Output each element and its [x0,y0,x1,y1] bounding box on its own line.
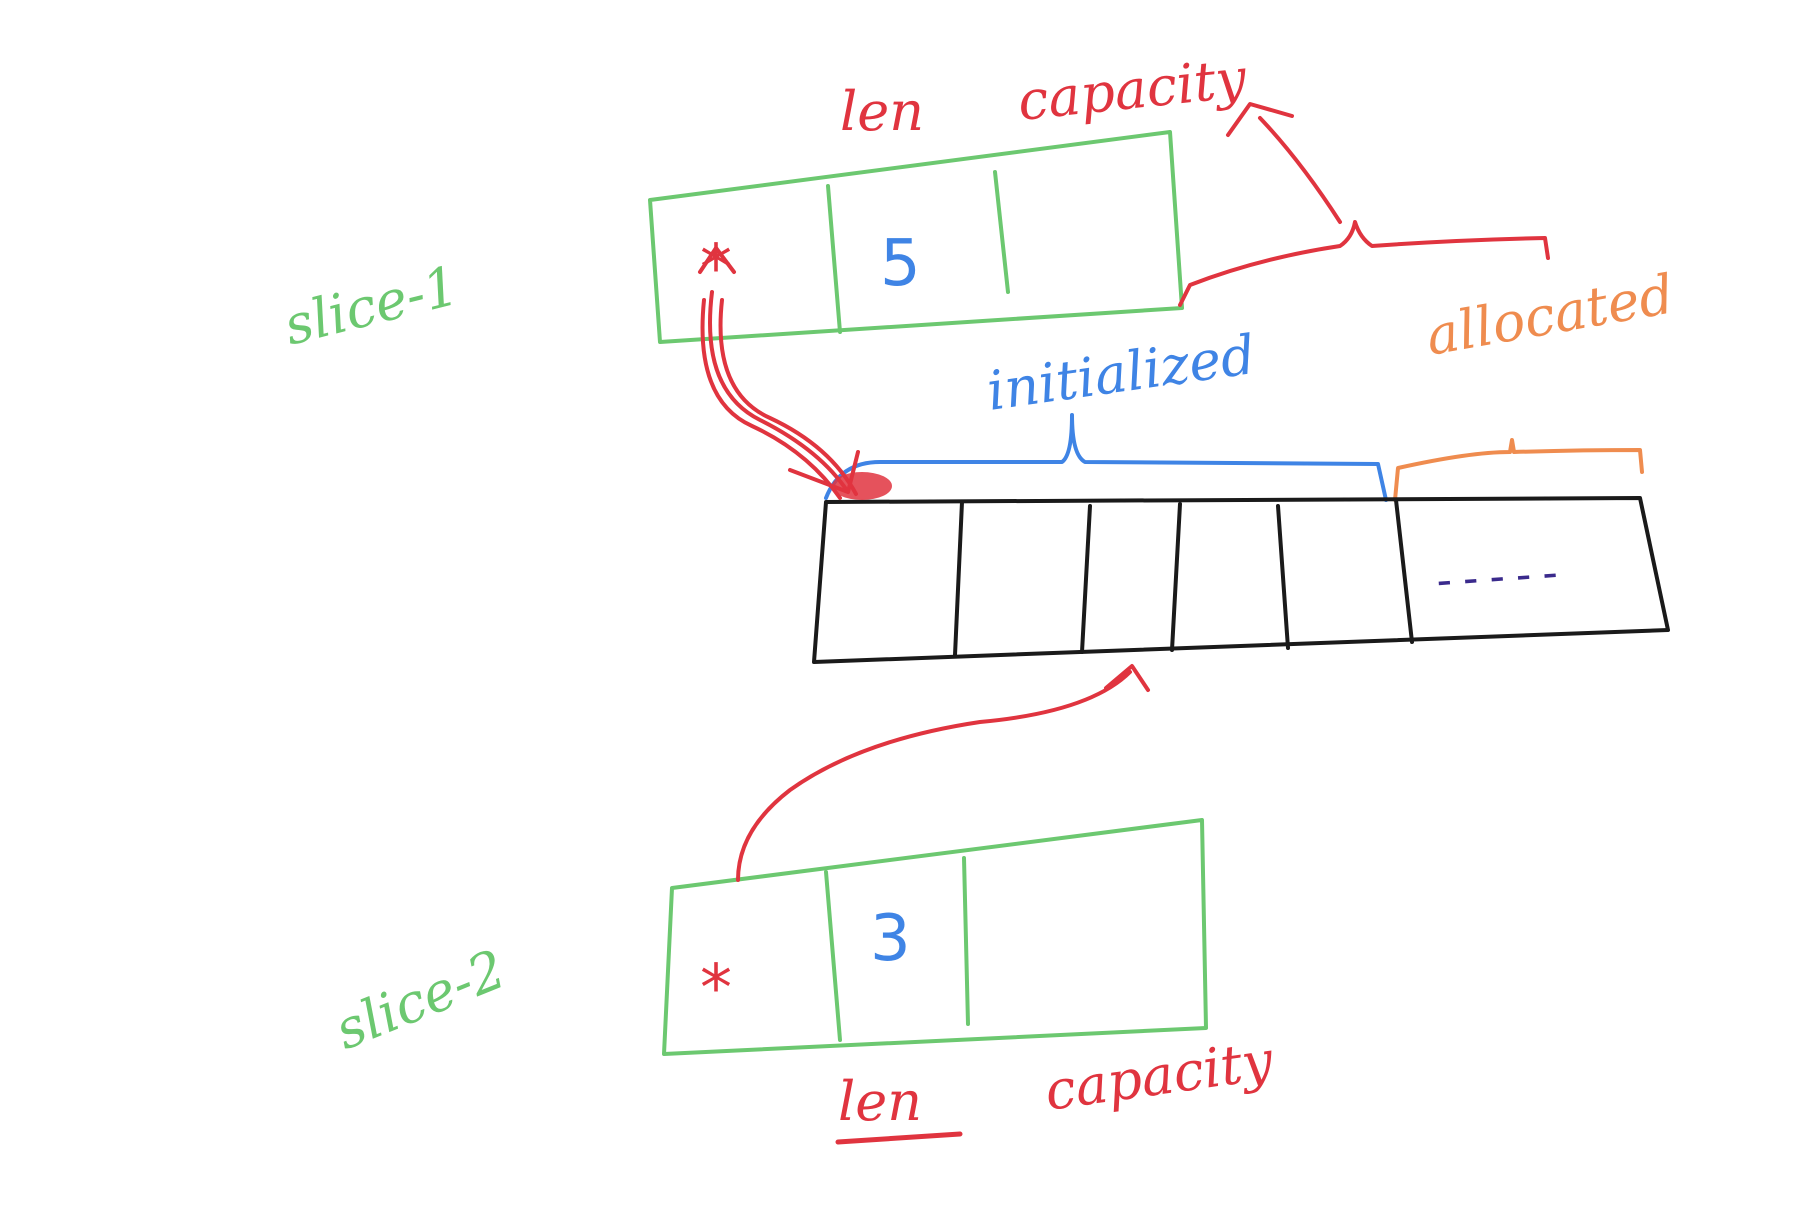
slice-1-pointer-arrow [698,246,860,500]
slice-2-len-value: 3 [870,902,911,976]
array-cell-divider-5 [1394,498,1414,644]
allocated-brace-group [1393,438,1644,502]
initialized-label: initialized [983,323,1259,423]
slice-2-capacity-label: capacity [1041,1028,1278,1122]
slice-1-box-outline [648,130,1184,344]
array-cell-divider-4 [1276,504,1290,650]
slice-2-len-underline [835,1131,963,1145]
slice-2-box-outline [662,818,1208,1056]
slice-1-pointer: * [700,232,732,306]
slice-1-divider-1 [826,184,842,334]
pointer-arrow-shaft-b [718,298,858,496]
slice-2-pointer-arrow [736,664,1150,882]
allocated-brace [1393,438,1644,502]
slice-2-divider-1 [824,870,842,1042]
slice-2-len-label: len [838,1070,922,1133]
slice-2-divider-2 [962,856,970,1026]
slice-2-header [662,818,1208,1056]
slice-2-pointer: * [700,952,732,1026]
slice-2-name: slice-2 [326,937,514,1062]
capacity-arrowhead [1226,102,1294,137]
pointer-arrow-shaft-a [708,290,850,494]
slice-1-len-value: 5 [880,227,921,301]
slice-2-arrow-shaft [736,670,1132,882]
slice-2-arrowhead [1104,664,1150,692]
capacity-brace [1178,220,1550,307]
allocated-label: allocated [1421,262,1678,367]
slice-1-name: slice-1 [278,254,465,358]
array-cell-divider-3 [1170,502,1182,652]
array-cell-divider-1 [953,500,964,657]
initialized-brace-group [824,413,1388,502]
slice-1-capacity-brace [1178,102,1550,307]
array-cell-divider-2 [1080,504,1092,654]
initialized-brace [824,413,1388,502]
slice-1-capacity-label: capacity [1015,46,1251,133]
array-ellipsis: ----- [1429,547,1565,607]
slice-1-len-label: len [840,80,924,143]
pointer-arrow-shaft-c [700,298,842,500]
capacity-arrow-shaft [1258,116,1342,224]
slice-1-divider-2 [993,170,1010,294]
array-outline [812,496,1670,664]
slice-1-header [648,130,1184,344]
pointer-arrowhead-top [698,246,736,274]
slice-1-pointer-blob [832,472,892,500]
underlying-array [812,496,1670,664]
